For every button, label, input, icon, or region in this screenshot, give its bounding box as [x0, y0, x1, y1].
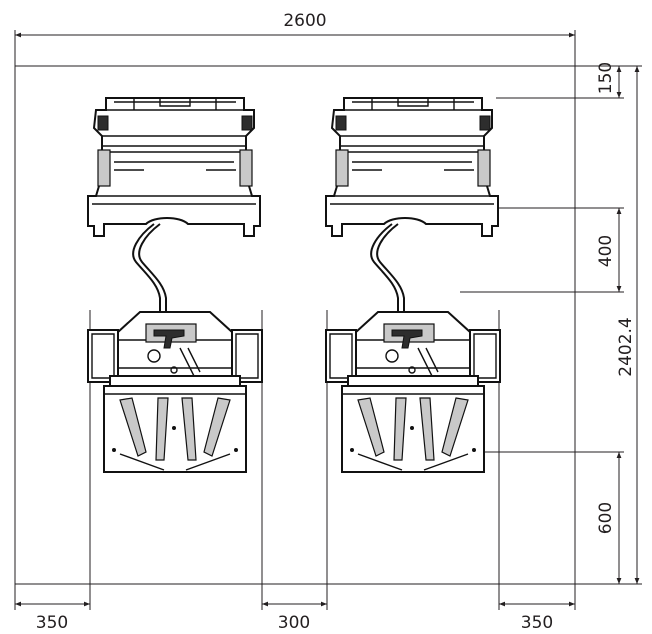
center-gap-label: 300: [278, 613, 310, 633]
top-clearance-label: 150: [596, 62, 616, 94]
total-height-label: 2402.4: [616, 317, 636, 376]
rear-clearance-label: 600: [596, 502, 616, 534]
total-width-label: 2600: [283, 11, 326, 31]
right-margin-label: 350: [521, 613, 553, 633]
arcade-unit-right: [325, 97, 501, 473]
room-outline: [14, 65, 576, 585]
seat-gap-label: 400: [596, 235, 616, 267]
arcade-unit-left: [87, 97, 263, 473]
left-margin-label: 350: [36, 613, 68, 633]
